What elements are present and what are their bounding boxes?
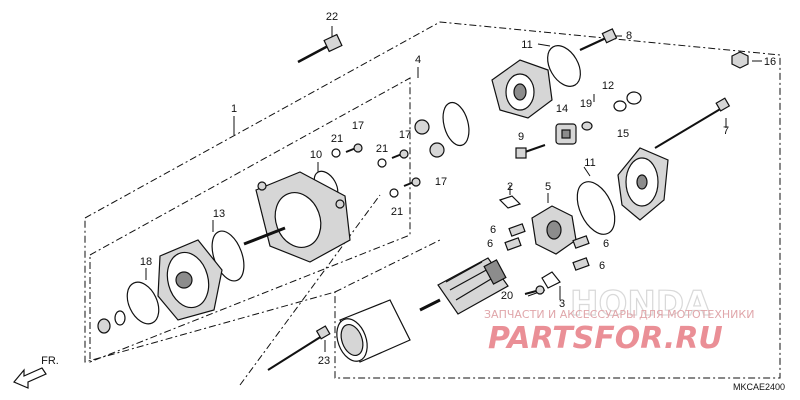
callout-17b[interactable]: 17	[399, 129, 411, 141]
callout-20[interactable]: 20	[501, 290, 513, 302]
callout-6d[interactable]: 6	[599, 260, 605, 272]
callout-15[interactable]: 15	[617, 128, 629, 140]
callout-10[interactable]: 10	[310, 149, 322, 161]
part-3-clip	[541, 271, 561, 289]
part-21-washer-b	[377, 158, 387, 168]
assembly-outlines	[84, 21, 781, 386]
part-7-long-bolt	[654, 97, 731, 149]
part-23-bolt	[267, 325, 331, 371]
callout-21a[interactable]: 21	[331, 133, 343, 145]
callout-11a[interactable]: 11	[521, 39, 532, 51]
watermark-brand: PARTSFOR.RU	[488, 321, 723, 356]
watermark: HONDA ЗАПЧАСТИ И АКСЕССУАРЫ ДЛЯ МОТОТЕХН…	[484, 283, 754, 356]
part-armature	[419, 257, 509, 315]
watermark-logo: HONDA	[570, 284, 711, 324]
callout-21b[interactable]: 21	[376, 143, 388, 155]
part-washer-bottom-a	[114, 310, 126, 326]
part-end-cover	[617, 147, 669, 221]
callout-21c[interactable]: 21	[391, 206, 403, 218]
callout-17a[interactable]: 17	[352, 120, 364, 132]
part-20-screw	[524, 285, 545, 295]
front-arrow-icon	[13, 367, 47, 389]
part-16-washer	[626, 91, 642, 105]
part-21-washer-a	[331, 148, 341, 158]
callout-23[interactable]: 23	[318, 355, 330, 367]
part-17-screw-b	[391, 149, 409, 159]
part-19-washer	[581, 121, 593, 131]
diagram-code: MKCAE2400	[733, 382, 785, 392]
part-2-brush	[498, 195, 522, 209]
callout-6a[interactable]: 6	[490, 224, 496, 236]
outline-guide-23	[239, 194, 381, 386]
part-5-brush-holder	[531, 205, 577, 255]
part-yoke	[336, 299, 411, 363]
callout-6c[interactable]: 6	[603, 238, 609, 250]
callout-8[interactable]: 8	[626, 30, 632, 42]
part-rear-cover	[491, 59, 553, 119]
part-reduction-housing	[157, 239, 223, 321]
part-9-bolt	[515, 144, 546, 159]
callout-4[interactable]: 4	[415, 54, 421, 66]
callout-13[interactable]: 13	[213, 208, 225, 220]
callout-2[interactable]: 2	[507, 181, 513, 193]
callout-18[interactable]: 18	[140, 256, 152, 268]
part-21-washer-c	[389, 188, 399, 198]
part-6-spring-b	[504, 237, 522, 251]
callout-11b[interactable]: 11	[584, 157, 595, 169]
callout-9[interactable]: 9	[518, 131, 524, 143]
callouts: 1 2 3 4 5 6 6 6 6 7 8 9 10 11 11 12 13 1…	[140, 11, 776, 367]
callout-6b[interactable]: 6	[487, 238, 493, 250]
part-4-ring-gear	[442, 101, 470, 147]
leader-lines	[145, 26, 762, 352]
callout-22[interactable]: 22	[326, 11, 338, 23]
callout-1[interactable]: 1	[231, 103, 237, 115]
callout-17c[interactable]: 17	[435, 176, 447, 188]
outline-guide-rear	[334, 239, 441, 293]
part-22-bolt	[297, 33, 343, 64]
parts	[97, 28, 749, 371]
part-6-spring-a	[508, 223, 526, 237]
callout-3[interactable]: 3	[559, 298, 565, 310]
callout-5[interactable]: 5	[545, 181, 551, 193]
part-17-screw-c	[403, 177, 421, 187]
direction-arrow: FR.	[13, 355, 59, 389]
watermark-tagline: ЗАПЧАСТИ И АКСЕССУАРЫ ДЛЯ МОТОТЕХНИКИ	[484, 308, 754, 321]
direction-label: FR.	[41, 355, 59, 367]
part-4-gear-b	[429, 142, 445, 158]
callout-7[interactable]: 7	[723, 125, 729, 137]
part-8-bolt	[579, 28, 618, 51]
part-front-housing	[243, 171, 351, 263]
part-14-terminal	[555, 123, 577, 145]
part-washer-bottom-b	[97, 318, 111, 334]
part-15-washer	[613, 100, 627, 112]
part-11-oring-mid	[576, 181, 616, 235]
callout-19[interactable]: 19	[580, 98, 592, 110]
part-6-spring-c	[572, 235, 590, 249]
callout-12[interactable]: 12	[602, 80, 614, 92]
outline-assembly-1	[84, 21, 781, 379]
part-4-gear-a	[414, 119, 430, 135]
callout-16[interactable]: 16	[764, 56, 776, 68]
part-16-nut	[731, 51, 749, 69]
part-6-spring-d	[572, 257, 590, 271]
outline-assembly-4	[89, 77, 411, 363]
callout-14[interactable]: 14	[556, 103, 568, 115]
part-17-screw-a	[345, 143, 363, 153]
part-11-oring-top	[547, 45, 581, 87]
part-18-oring	[126, 281, 160, 325]
